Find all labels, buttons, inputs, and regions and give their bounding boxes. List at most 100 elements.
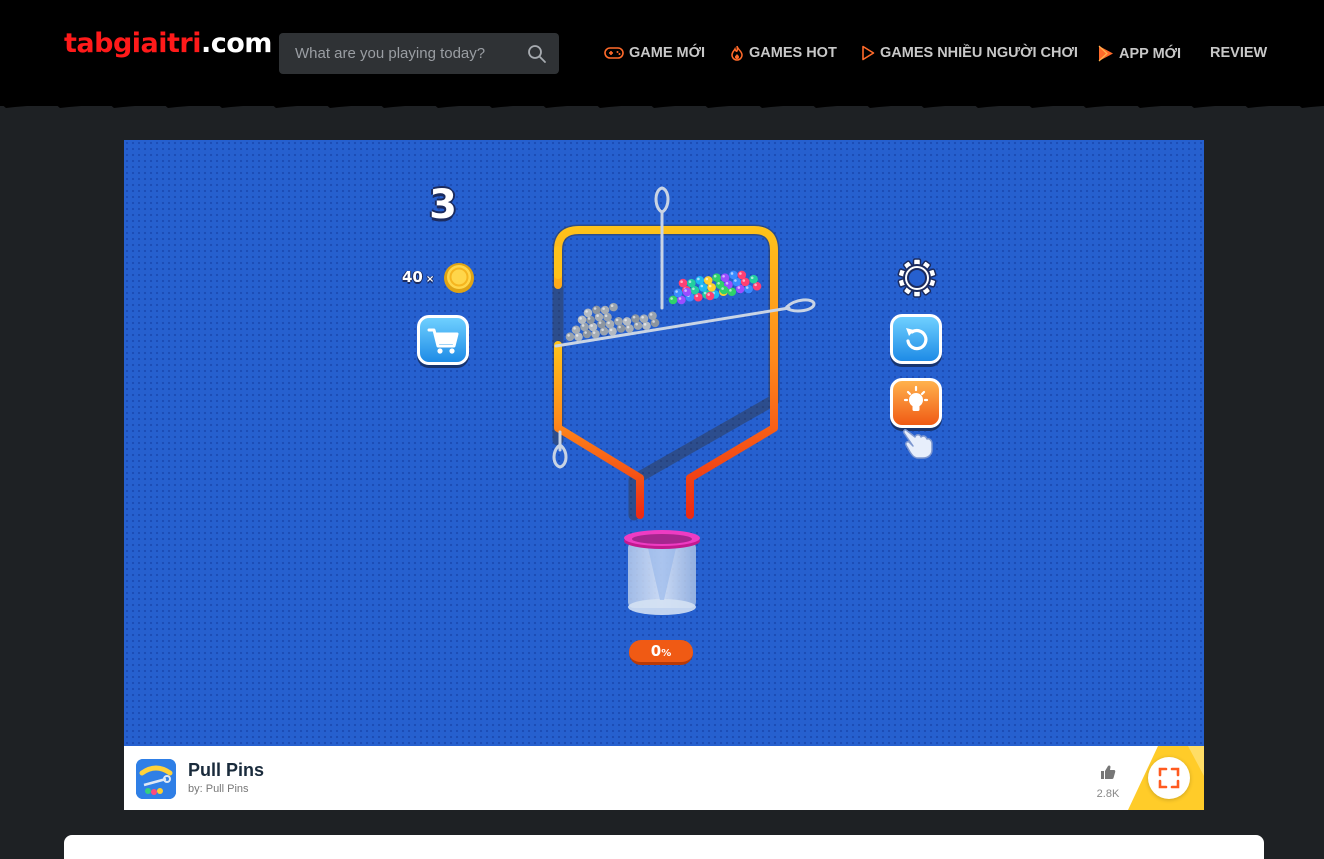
ball-highlight: [703, 291, 707, 295]
ball: [592, 305, 601, 315]
ball: [712, 273, 721, 282]
like-count: 2.8K: [1096, 788, 1120, 800]
coin-counter: 40×: [402, 268, 434, 286]
ball-highlight: [573, 327, 576, 330]
ball-highlight: [615, 318, 619, 322]
ball-highlight: [700, 284, 704, 288]
ball-highlight: [754, 283, 757, 287]
ball-highlight: [607, 321, 610, 325]
logo-name: tabgiaitri: [64, 28, 202, 59]
ball: [668, 295, 678, 305]
ball-highlight: [632, 315, 636, 319]
ball-highlight: [610, 304, 614, 308]
ball: [600, 305, 610, 315]
game-canvas[interactable]: 3 40× 0%: [124, 140, 1204, 746]
ball-highlight: [697, 277, 700, 281]
nav-item-app-moi[interactable]: APP MỚI: [1098, 45, 1181, 62]
ball-highlight: [624, 318, 627, 322]
search-icon[interactable]: [527, 44, 547, 64]
ball-highlight: [750, 276, 754, 280]
site-header: tabgiaitri.com GAME MỚI GAMES HOT: [0, 0, 1324, 108]
ball-highlight: [604, 314, 608, 318]
ball-highlight: [585, 310, 588, 313]
ball: [622, 317, 632, 326]
ball-highlight: [725, 281, 729, 285]
ball-highlight: [705, 277, 709, 281]
ball-highlight: [649, 313, 653, 316]
ball: [687, 278, 696, 288]
ball-highlight: [680, 280, 683, 283]
nav-item-review[interactable]: REVIEW: [1210, 45, 1267, 61]
pin-lower-left[interactable]: [552, 430, 568, 469]
ball-highlight: [737, 286, 741, 289]
nav-item-game-moi[interactable]: GAME MỚI: [604, 45, 705, 61]
search-box: [279, 33, 559, 74]
site-logo[interactable]: tabgiaitri.com: [64, 28, 272, 59]
header-jagged-edge: [0, 100, 1324, 108]
fill-progress-value: 0: [650, 642, 662, 660]
nav-label: APP MỚI: [1119, 45, 1182, 62]
fill-progress-unit: %: [661, 648, 672, 659]
ball: [571, 325, 581, 335]
game-title: Pull Pins: [188, 760, 265, 780]
ball: [673, 288, 683, 298]
nav-item-games-nhieu-nguoi-choi[interactable]: GAMES NHIỀU NGƯỜI CHƠI: [861, 45, 1078, 61]
nav-label: GAME MỚI: [629, 45, 706, 61]
ball: [737, 270, 747, 280]
coin-multiplier: ×: [425, 274, 435, 285]
ball: [614, 317, 623, 326]
ball-highlight: [609, 328, 613, 332]
ball: [749, 274, 758, 284]
ball-highlight: [641, 315, 644, 319]
container-tube: [552, 224, 780, 521]
ball-highlight: [721, 287, 724, 290]
hint-bulb-icon: [903, 385, 929, 411]
ball-highlight: [601, 328, 604, 332]
ball-highlight: [587, 317, 591, 320]
ball-highlight: [652, 320, 655, 323]
ball: [703, 276, 713, 285]
ball-highlight: [626, 325, 630, 329]
ball-highlight: [717, 281, 720, 285]
ball: [729, 270, 738, 280]
ball-highlight: [713, 274, 717, 278]
ball: [720, 273, 730, 282]
nav-label: REVIEW: [1210, 45, 1268, 61]
fullscreen-button[interactable]: [1148, 757, 1190, 799]
collection-jar: [624, 530, 700, 615]
ball-highlight: [688, 280, 692, 284]
pin-diagonal[interactable]: [554, 298, 816, 348]
hint-button[interactable]: [890, 378, 942, 428]
shop-cart-icon: [427, 328, 459, 354]
ball-highlight: [742, 279, 746, 282]
game-thumbnail[interactable]: [136, 759, 176, 799]
logo-domain: .com: [201, 28, 272, 59]
search-input[interactable]: [279, 33, 519, 74]
nav-item-games-hot[interactable]: GAMES HOT: [730, 45, 837, 61]
ball-highlight: [734, 279, 737, 282]
ball: [609, 302, 618, 312]
ball-highlight: [581, 324, 585, 327]
settings-gear-icon[interactable]: [896, 257, 938, 299]
restart-button[interactable]: [890, 314, 942, 364]
ball: [565, 332, 575, 342]
fullscreen-icon: [1158, 767, 1180, 789]
ball-highlight: [695, 294, 699, 298]
like-button[interactable]: 2.8K: [1088, 764, 1128, 800]
fill-progress-badge: 0%: [629, 640, 693, 665]
ball-highlight: [579, 317, 582, 320]
ball-highlight: [670, 297, 673, 300]
pin-vertical[interactable]: [654, 186, 670, 310]
gamepad-icon: [604, 47, 624, 59]
fire-icon: [731, 45, 743, 61]
main-nav: GAME MỚI GAMES HOT GAMES NHIỀU NGƯỜI CHƠ…: [0, 45, 1324, 65]
ball-highlight: [739, 272, 742, 275]
shop-button[interactable]: [417, 315, 469, 365]
ball-highlight: [592, 331, 596, 334]
ball-highlight: [722, 274, 725, 278]
ball: [639, 314, 649, 323]
ball-highlight: [593, 307, 597, 310]
ball-highlight: [567, 334, 570, 337]
ball-highlight: [692, 287, 695, 291]
restart-icon: [906, 328, 928, 351]
